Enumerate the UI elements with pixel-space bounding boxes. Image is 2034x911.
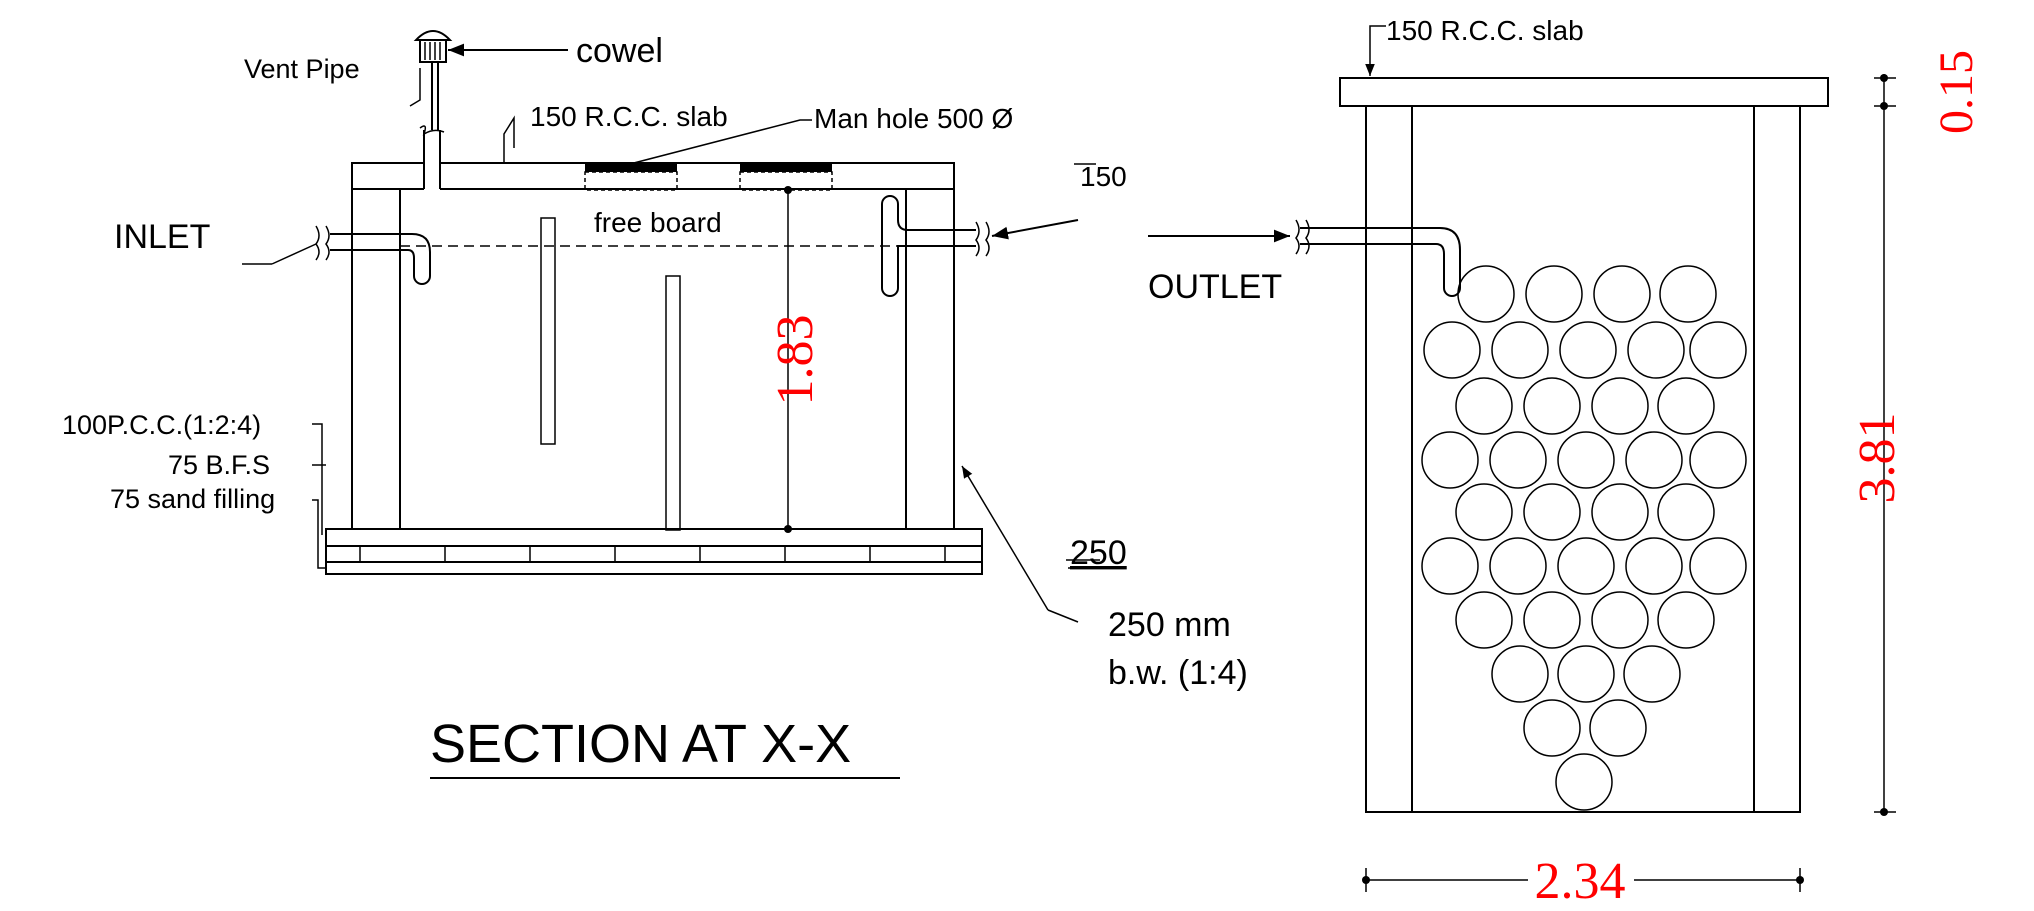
height-dimension-value: 3.81 bbox=[1849, 413, 1906, 504]
soak-pit-slab bbox=[1339, 77, 1829, 107]
manhole-cover-right bbox=[740, 163, 832, 172]
cowel-label: cowel bbox=[576, 32, 663, 70]
free-board-label: free board bbox=[594, 207, 722, 238]
left-wall bbox=[351, 188, 401, 530]
vent-pipe-label: Vent Pipe bbox=[244, 54, 360, 84]
depth-dimension bbox=[784, 186, 792, 533]
pcc-label: 100P.C.C.(1:2:4) bbox=[62, 410, 261, 440]
wall-thickness-top-label: 150 bbox=[1080, 161, 1127, 192]
inlet-pipe bbox=[242, 225, 431, 285]
slab-dimension-value: 0.15 bbox=[1930, 50, 1983, 134]
manhole-cover-left bbox=[585, 163, 677, 172]
width-dimension-value: 2.34 bbox=[1535, 853, 1626, 906]
section-title: SECTION AT X-X bbox=[430, 714, 851, 774]
soak-pit-width-dimension bbox=[1362, 868, 1804, 892]
outlet-label: OUTLET bbox=[1148, 268, 1282, 306]
manhole-label: Man hole 500 Ø bbox=[814, 103, 1013, 134]
cowel-cap bbox=[419, 39, 447, 63]
soak-pit-section: 150 R.C.C. slab OUTLET 0.15 3.81 2.34 bbox=[1148, 15, 1983, 910]
bfs-label: 75 B.F.S bbox=[168, 450, 270, 480]
soak-pit-inlet-pipe bbox=[1148, 219, 1461, 297]
wall-250-label: 250 bbox=[1070, 534, 1127, 572]
depth-dimension-value: 1.83 bbox=[767, 315, 824, 406]
baffle-wall-1 bbox=[540, 217, 556, 445]
bfs-layer bbox=[325, 545, 983, 563]
right-wall bbox=[905, 188, 955, 530]
sand-label: 75 sand filling bbox=[110, 484, 275, 514]
soak-pit-left-wall bbox=[1365, 105, 1413, 813]
vent-pipe bbox=[409, 30, 568, 189]
brickwork-label-line1: 250 mm bbox=[1108, 606, 1231, 644]
inlet-label: INLET bbox=[114, 218, 210, 256]
septic-tank-section: Vent Pipe cowel 150 R.C.C. slab Man hole… bbox=[62, 30, 1248, 779]
soak-pit-height-dimension bbox=[1874, 74, 1896, 816]
outlet-pipe-section bbox=[881, 163, 1096, 297]
soak-pit-stones bbox=[1421, 265, 1747, 811]
sand-layer bbox=[325, 561, 983, 575]
baffle-wall-2 bbox=[665, 275, 681, 531]
pcc-layer bbox=[325, 528, 983, 547]
brickwork-label-line2: b.w. (1:4) bbox=[1108, 654, 1248, 692]
soak-pit-right-wall bbox=[1753, 105, 1801, 813]
soak-pit-slab-label: 150 R.C.C. slab bbox=[1386, 15, 1584, 46]
slab-label-section: 150 R.C.C. slab bbox=[530, 101, 728, 132]
